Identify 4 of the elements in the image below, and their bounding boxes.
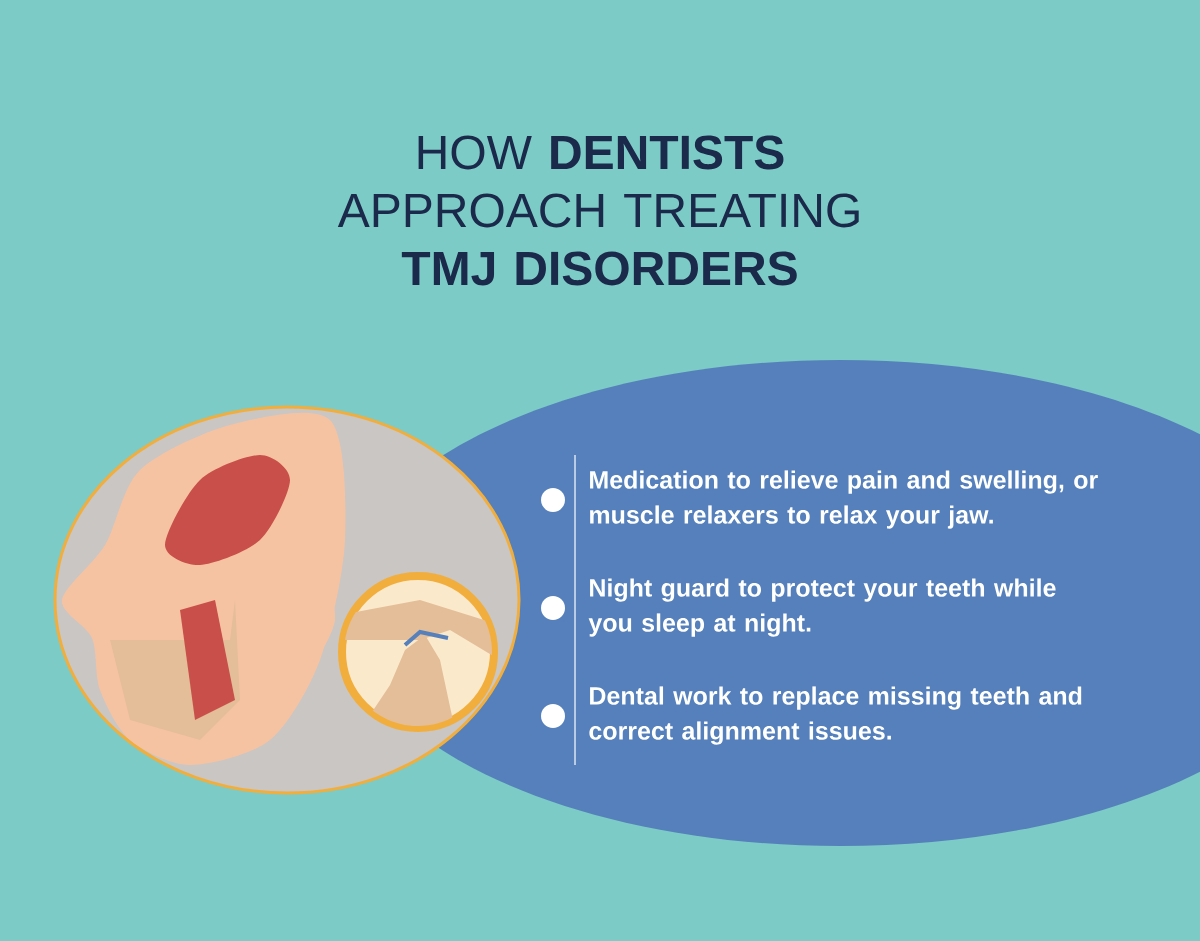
bullet-text: Night guard to protect your teeth while you sleep at night.: [588, 578, 1056, 637]
bullet-text: Dental work to replace missing teeth and correct alignment issues.: [589, 686, 1082, 745]
title: HOW DENTISTS APPROACH TREATING TMJ DISORDERS: [337, 135, 859, 286]
bullet-text: Medication to relieve pain and swelling, or muscle relaxers to relax your jaw.: [590, 470, 1098, 529]
